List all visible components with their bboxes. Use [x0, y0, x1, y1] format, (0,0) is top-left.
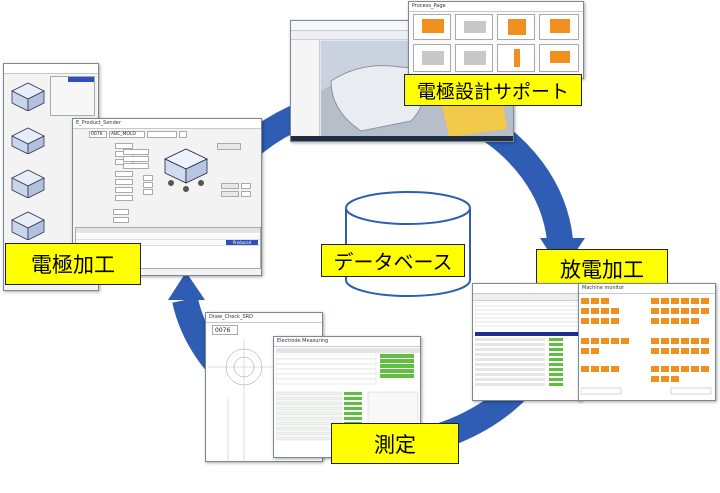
edm-list-rows [475, 302, 581, 386]
edm-list-window [472, 283, 582, 401]
table-row-1[interactable] [76, 234, 260, 240]
product-field-3[interactable] [147, 131, 177, 138]
product-table: Produced [75, 227, 261, 269]
edm-monitor-titlebar: Machine monitor [579, 284, 715, 294]
result-field-1[interactable] [113, 209, 129, 215]
electrode-3d-thumbnail-3 [11, 169, 45, 198]
form-field-width-y[interactable] [115, 187, 133, 193]
product-editor-titlebar: E_Product_Sender [73, 119, 261, 129]
electrode-design-support-label: 電極設計サポート [404, 74, 582, 106]
production-option-3[interactable] [123, 163, 149, 169]
electrode-3d-thumbnail-1 [11, 82, 45, 111]
clamp-field-3[interactable] [143, 189, 153, 195]
electrode-3d-thumbnail-2 [11, 127, 45, 154]
electrode-3d-thumbnail-4 [11, 211, 45, 240]
production-option-2[interactable] [123, 156, 149, 162]
electrode-measuring-titlebar: Electrode Measuring [274, 337, 420, 347]
process-thumb-2[interactable] [455, 14, 493, 40]
form-field-cha[interactable] [115, 195, 133, 201]
result-field-2[interactable] [113, 217, 129, 223]
cad-ribbon [291, 31, 513, 40]
table-row-2[interactable] [76, 240, 260, 246]
edm-label: 放電加工 [536, 249, 668, 289]
cad-tree-panel [291, 40, 320, 136]
production-option-1[interactable] [123, 149, 149, 155]
electrode-list-titlebar [4, 64, 98, 74]
form-field-no[interactable] [115, 143, 133, 149]
product-code-field[interactable]: 0076 [89, 131, 107, 138]
side-button-2[interactable] [221, 191, 239, 197]
draw-check-titlebar: Draw_Check_SRD [206, 313, 322, 323]
process-page-window: Process_Page [408, 1, 584, 79]
process-thumb-6[interactable] [455, 44, 493, 72]
product-field-4[interactable] [179, 131, 187, 138]
status-badge-produced: Produced [226, 240, 258, 245]
cad-titlebar [291, 21, 513, 31]
edm-toolbar [473, 294, 581, 301]
process-thumb-1[interactable] [413, 14, 451, 40]
process-thumb-4[interactable] [539, 14, 579, 40]
clamp-field-2[interactable] [143, 182, 153, 188]
measurement-label: 測定 [331, 423, 459, 464]
electrode-machining-label: 電極加工 [5, 243, 141, 285]
arrowhead-left [168, 272, 205, 300]
edm-monitor-window: Machine monitor [578, 283, 716, 401]
side-button-1[interactable] [221, 183, 239, 189]
process-thumb-3[interactable] [497, 14, 535, 40]
form-field-height[interactable] [115, 171, 133, 177]
measuring-header-row [276, 348, 420, 353]
process-thumb-5[interactable] [413, 44, 451, 72]
structure-button[interactable] [217, 143, 241, 150]
product-name-field[interactable]: ABC_MOLD [109, 131, 145, 138]
cad-status-bar [291, 136, 513, 141]
database-label: データベース [321, 244, 465, 277]
process-page-titlebar: Process_Page [409, 2, 583, 12]
process-thumb-7[interactable] [497, 44, 535, 72]
clamp-field-1[interactable] [143, 175, 153, 181]
edm-list-titlebar [473, 284, 581, 294]
side-field-2[interactable] [241, 191, 251, 197]
draw-check-code: 0076 [212, 325, 238, 335]
edm-machine-slots [581, 298, 712, 395]
side-field-1[interactable] [241, 183, 251, 189]
process-thumb-8[interactable] [539, 44, 579, 72]
electrode-3d-preview [164, 148, 208, 192]
form-field-width-x[interactable] [115, 179, 133, 185]
